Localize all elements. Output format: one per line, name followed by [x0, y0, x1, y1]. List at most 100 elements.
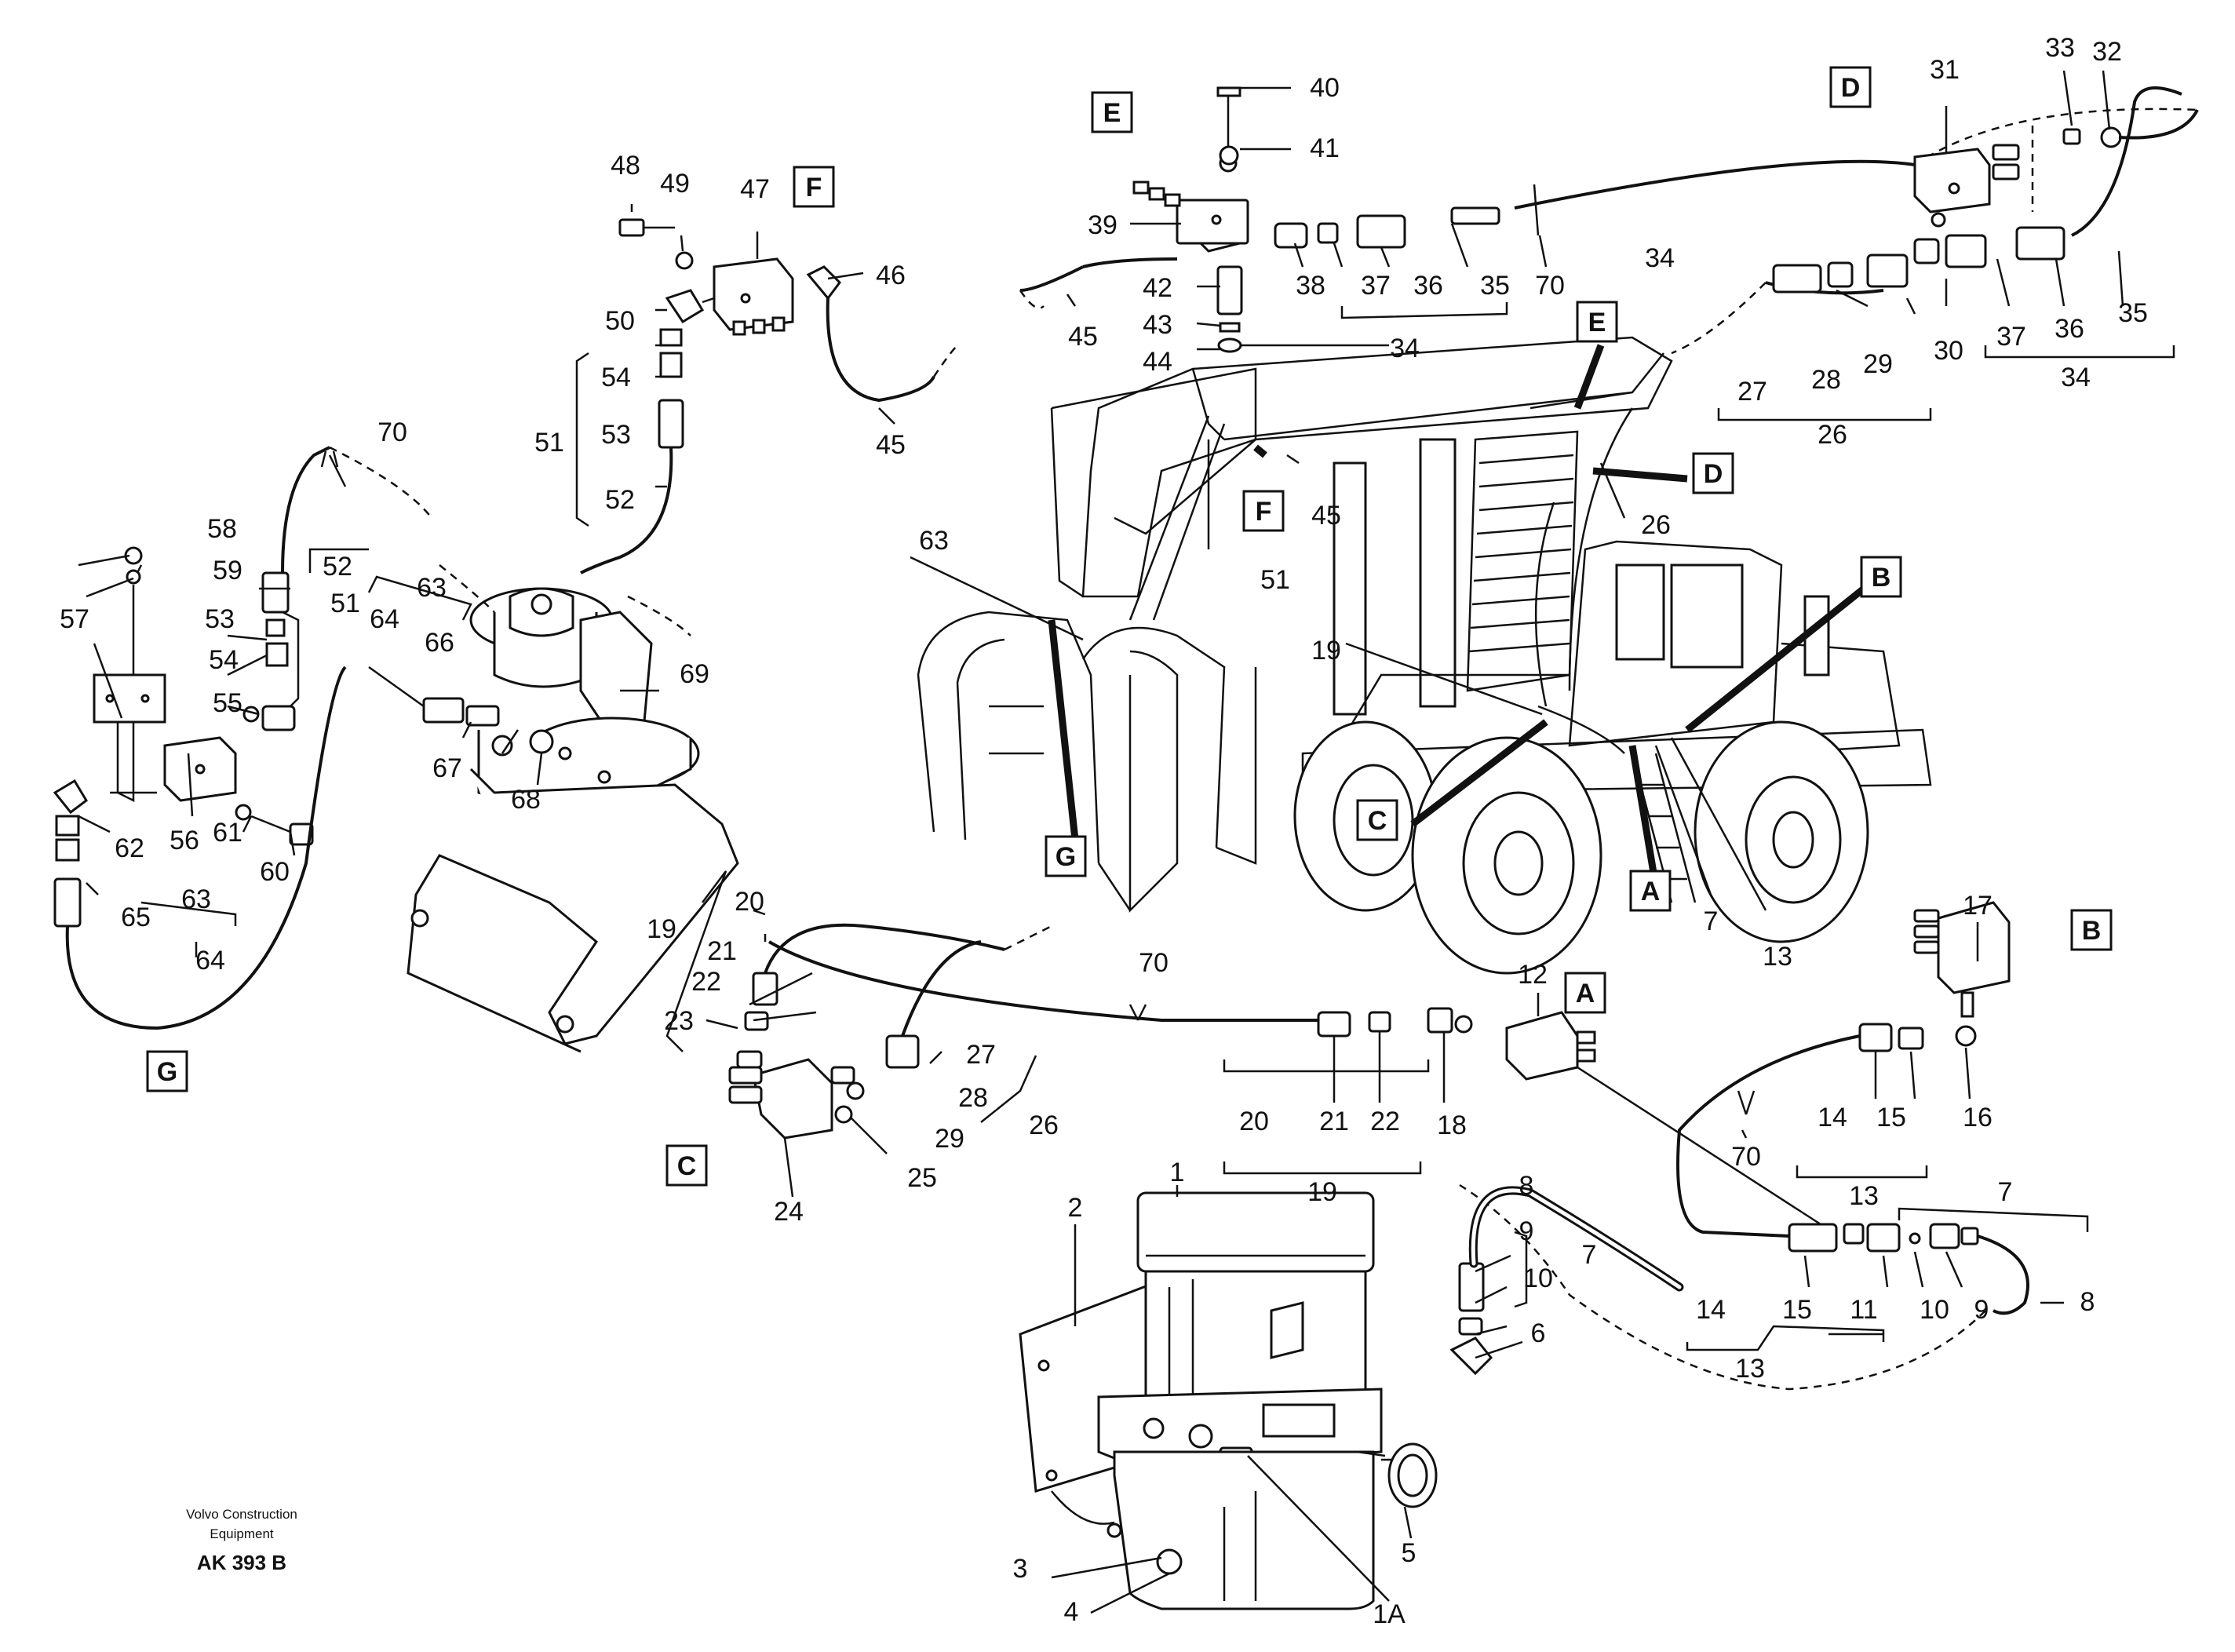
- label-63-g: 63: [181, 884, 211, 914]
- label-60: 60: [260, 857, 290, 887]
- label-3: 3: [1013, 1554, 1028, 1584]
- label-18: 18: [1437, 1110, 1467, 1140]
- credit-line-1: Volvo Construction: [186, 1507, 297, 1522]
- label-37-d: 37: [1996, 322, 2026, 352]
- label-19-machine: 19: [1311, 636, 1341, 666]
- label-7-left: 7: [1582, 1240, 1597, 1270]
- section-letter-boxes: F E D E D F B C G A B A C G: [146, 66, 2113, 1187]
- label-23: 23: [664, 1006, 694, 1036]
- label-10-left: 10: [1523, 1264, 1553, 1293]
- label-51-machine: 51: [1260, 565, 1290, 595]
- section-letter-c-machine: C: [1368, 806, 1387, 836]
- section-letter-d-machine: D: [1704, 459, 1723, 489]
- label-14-b: 14: [1818, 1103, 1847, 1132]
- label-2: 2: [1068, 1193, 1083, 1223]
- label-38: 38: [1296, 271, 1325, 301]
- label-57: 57: [60, 604, 89, 634]
- label-70-a: 70: [1139, 948, 1169, 978]
- label-68: 68: [511, 785, 541, 815]
- section-letter-c: C: [677, 1151, 697, 1181]
- credit-line-2: Equipment: [210, 1526, 274, 1541]
- label-41: 41: [1310, 133, 1340, 163]
- label-32: 32: [2092, 37, 2122, 67]
- label-40: 40: [1310, 73, 1340, 103]
- section-box-d-machine: [1692, 452, 1734, 494]
- section-box-b: [2070, 909, 2113, 951]
- label-67: 67: [432, 753, 462, 783]
- label-35-d: 35: [2118, 298, 2148, 328]
- label-70-b: 70: [1731, 1142, 1761, 1172]
- section-f-assembly: [580, 218, 958, 574]
- label-53-f: 53: [601, 420, 631, 450]
- label-21-a: 21: [1319, 1107, 1349, 1136]
- label-26-d: 26: [1818, 420, 1847, 450]
- section-letter-f: F: [806, 173, 822, 202]
- label-58: 58: [207, 514, 237, 544]
- section-a-assembly: [1317, 1007, 1821, 1226]
- label-70-e: 70: [1535, 271, 1565, 301]
- label-51-g: 51: [330, 589, 360, 618]
- label-13-b: 13: [1849, 1181, 1879, 1211]
- section-e-assembly: [1019, 86, 2198, 353]
- section-letter-b-machine: B: [1872, 563, 1891, 593]
- label-69: 69: [680, 659, 709, 689]
- section-pointer-arrows: [1048, 344, 1886, 888]
- label-11: 11: [1850, 1295, 1877, 1325]
- label-45-f: 45: [876, 430, 906, 460]
- label-62: 62: [115, 833, 144, 863]
- section-letter-g: G: [157, 1057, 177, 1087]
- section-box-d: [1829, 66, 1872, 108]
- label-63-machine: 63: [919, 526, 949, 556]
- label-52-g: 52: [323, 552, 352, 582]
- section-letter-a: A: [1576, 979, 1595, 1008]
- label-5: 5: [1402, 1538, 1416, 1568]
- label-28-d: 28: [1811, 365, 1841, 395]
- label-65: 65: [121, 903, 151, 932]
- label-24: 24: [774, 1197, 804, 1227]
- section-box-g: [146, 1050, 188, 1092]
- label-42: 42: [1143, 273, 1172, 303]
- label-63-rot: 63: [417, 573, 447, 603]
- label-34-machine: 34: [1390, 334, 1420, 363]
- label-45-e: 45: [1068, 322, 1098, 352]
- section-box-e-machine: [1576, 301, 1618, 343]
- label-30: 30: [1934, 336, 1963, 366]
- label-7-right: 7: [1998, 1177, 2013, 1207]
- label-1: 1: [1170, 1158, 1185, 1187]
- section-letter-e-machine: E: [1588, 308, 1606, 337]
- label-12: 12: [1518, 960, 1548, 990]
- label-20-a: 20: [1239, 1107, 1269, 1136]
- label-9-r: 9: [1974, 1295, 1989, 1325]
- label-59: 59: [213, 556, 242, 585]
- leader-lines: [78, 70, 2175, 1614]
- label-47: 47: [740, 174, 770, 204]
- label-37-e: 37: [1361, 271, 1391, 301]
- section-letter-g-machine: G: [1056, 842, 1076, 872]
- label-17: 17: [1963, 891, 1993, 921]
- section-box-f: [793, 166, 835, 208]
- section-letter-d: D: [1841, 73, 1861, 103]
- label-36-d: 36: [2055, 314, 2084, 344]
- label-19-c: 19: [647, 914, 676, 944]
- label-66: 66: [425, 628, 454, 658]
- label-22-a: 22: [1370, 1107, 1400, 1136]
- label-13-machine: 13: [1763, 942, 1792, 972]
- rotator-assembly: [368, 564, 739, 1053]
- label-26-machine: 26: [1641, 510, 1671, 540]
- label-26-c: 26: [1029, 1110, 1059, 1140]
- section-box-e: [1091, 91, 1133, 133]
- section-letter-e: E: [1103, 98, 1121, 128]
- section-letter-a-machine: A: [1641, 877, 1661, 906]
- label-34-machine-top: 34: [1645, 243, 1675, 273]
- label-39: 39: [1088, 210, 1118, 240]
- section-letter-f-machine: F: [1256, 497, 1272, 527]
- section-box-c-machine: [1356, 799, 1398, 841]
- part-number-labels: 1 2 3 4 5 1A 6 8 9 10 7 12 20 21 22 18 1…: [60, 33, 2148, 1629]
- label-46: 46: [876, 261, 906, 290]
- label-28-c: 28: [958, 1083, 988, 1113]
- section-box-a: [1564, 972, 1606, 1014]
- label-20-c: 20: [735, 887, 764, 917]
- label-50: 50: [605, 306, 635, 336]
- label-21-c: 21: [707, 936, 737, 966]
